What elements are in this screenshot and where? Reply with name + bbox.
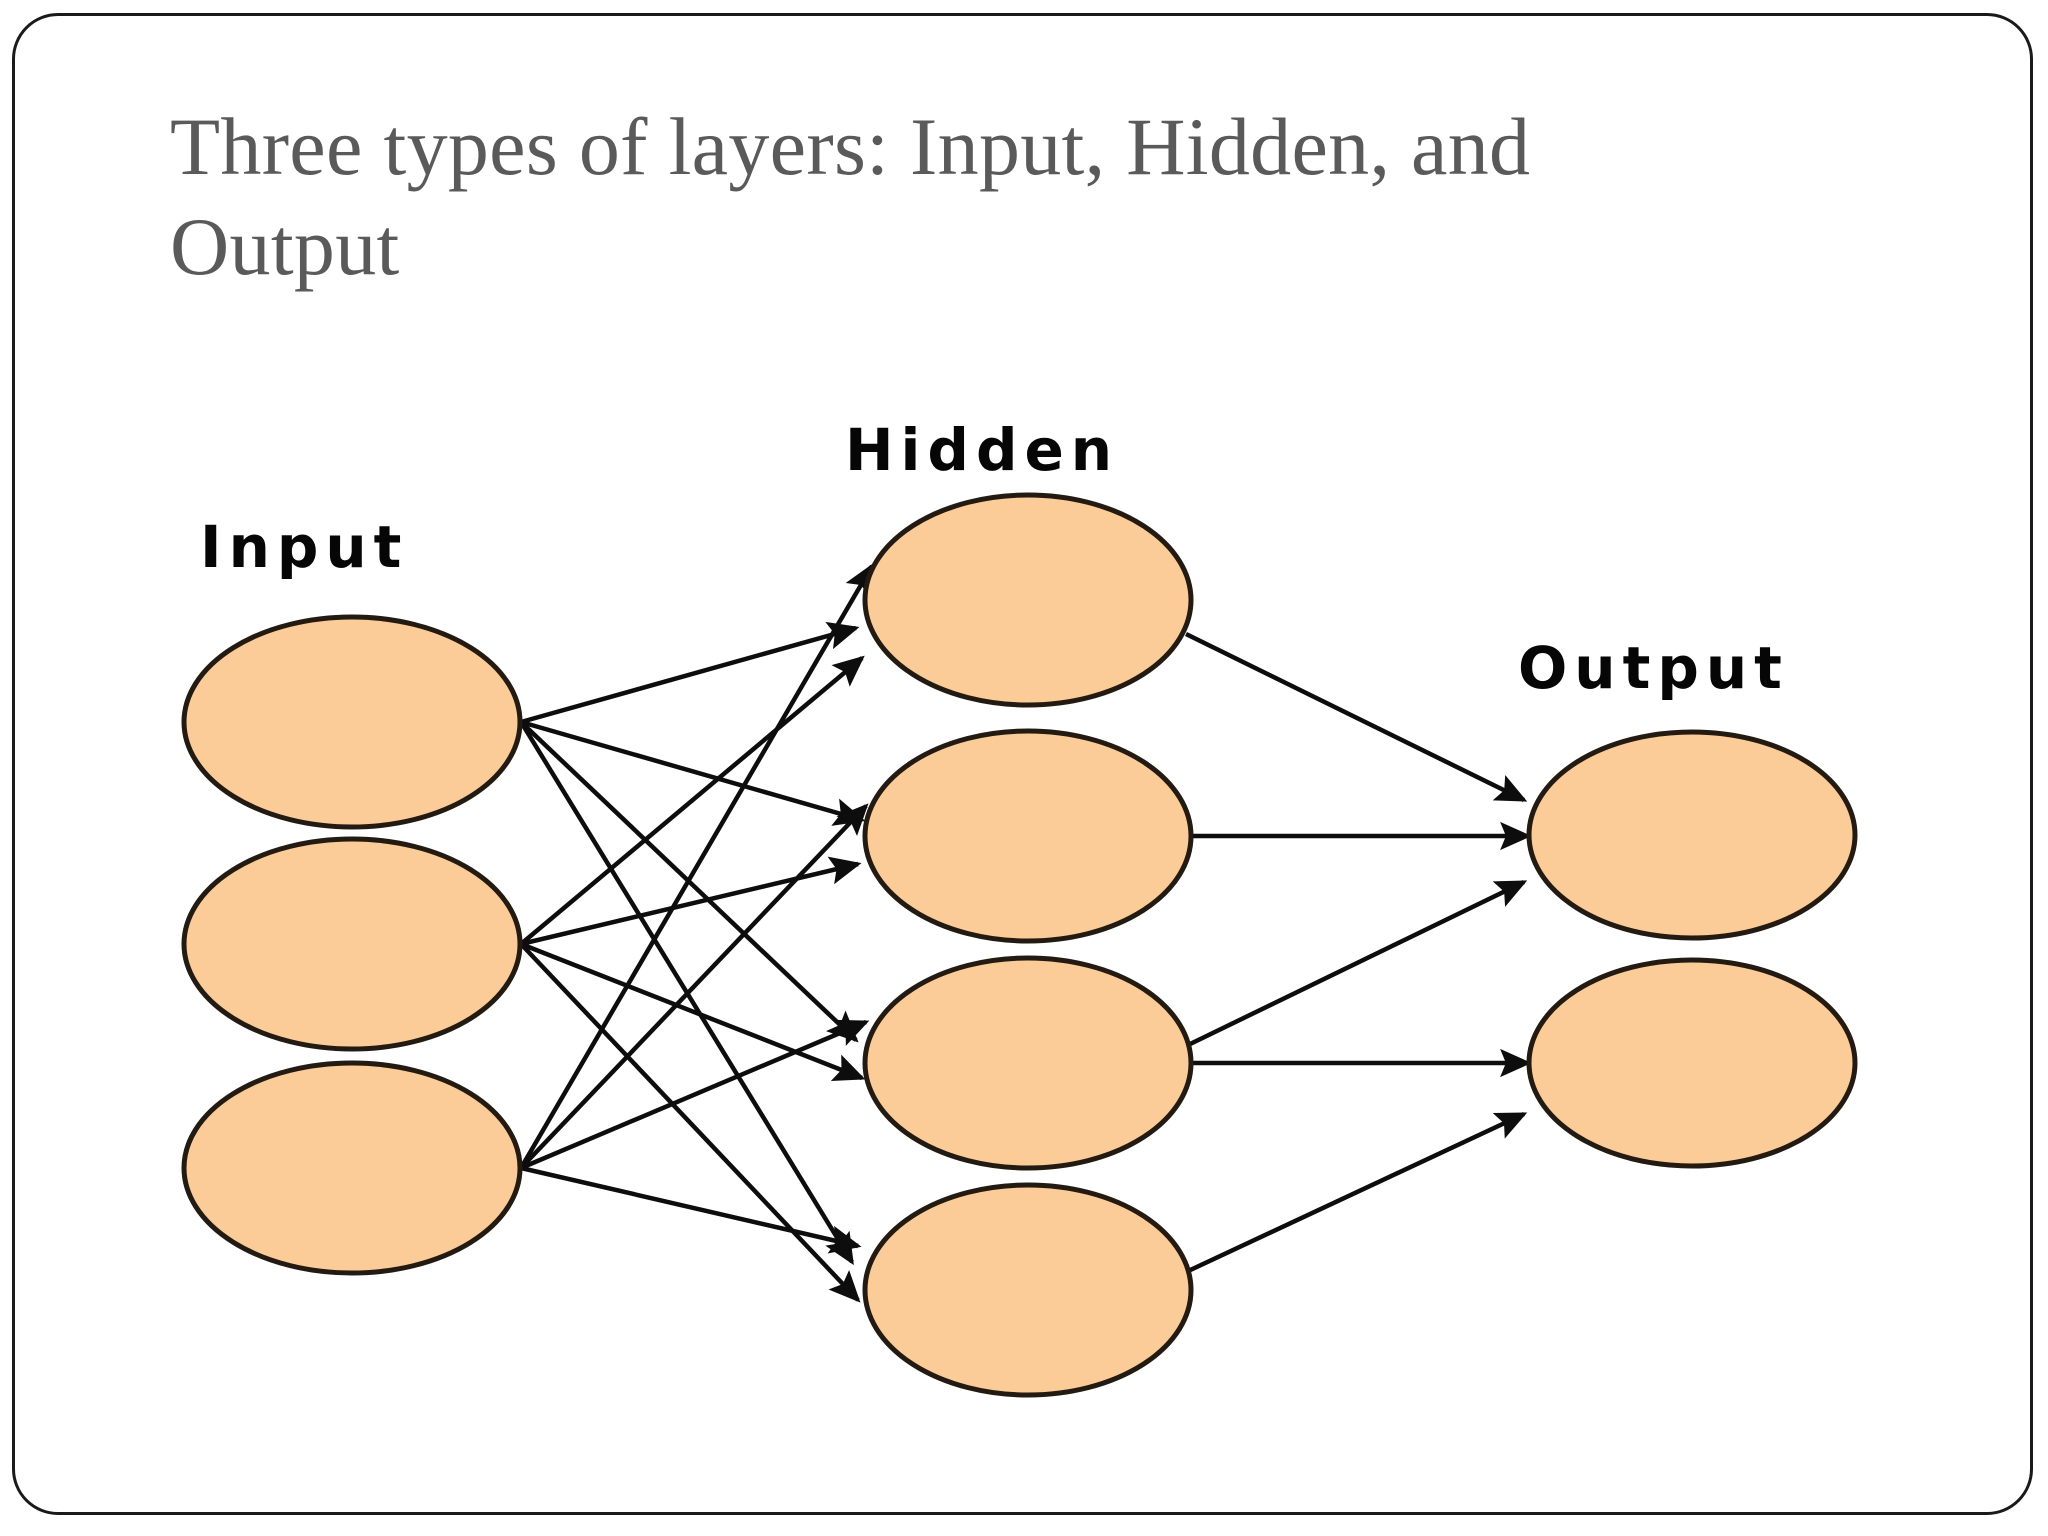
edge-input2-hidden2 <box>520 856 862 947</box>
edge-input3-hidden4 <box>520 1165 862 1254</box>
output-node-2[interactable] <box>1526 957 1858 1169</box>
page-title: Three types of layers: Input, Hidden, an… <box>170 100 1531 292</box>
edge-input3-hidden1 <box>519 562 874 1170</box>
layer-output-nodes <box>1526 729 1858 1169</box>
edge-hidden4-output2 <box>1185 1111 1528 1275</box>
input-node-3[interactable] <box>181 1060 523 1276</box>
edge-input2-hidden4 <box>519 942 861 1303</box>
edges-hidden-to-output <box>1185 631 1532 1275</box>
layer-label-output: Output <box>1518 634 1789 702</box>
hidden-node-4[interactable] <box>862 1182 1194 1398</box>
edge-hidden3-output1 <box>1185 879 1528 1049</box>
edge-input1-hidden1 <box>520 621 860 725</box>
edge-input2-hidden1 <box>519 655 865 946</box>
edge-input3-hidden2 <box>519 803 869 1170</box>
hidden-node-2[interactable] <box>862 728 1194 944</box>
edge-input3-hidden3 <box>520 1019 870 1171</box>
layer-input-nodes <box>181 614 523 1276</box>
hidden-node-1[interactable] <box>862 492 1194 708</box>
layer-hidden-nodes <box>862 492 1194 1398</box>
input-node-1[interactable] <box>181 614 523 830</box>
output-node-1[interactable] <box>1526 729 1858 941</box>
input-node-2[interactable] <box>181 836 523 1052</box>
layer-label-hidden: Hidden <box>845 416 1119 484</box>
edges-input-to-hidden <box>519 562 874 1303</box>
edge-input1-hidden2 <box>520 719 866 826</box>
edge-hidden1-output1 <box>1185 631 1528 803</box>
layer-label-input: Input <box>200 513 408 581</box>
edge-input2-hidden3 <box>520 941 866 1081</box>
hidden-node-3[interactable] <box>862 955 1194 1171</box>
